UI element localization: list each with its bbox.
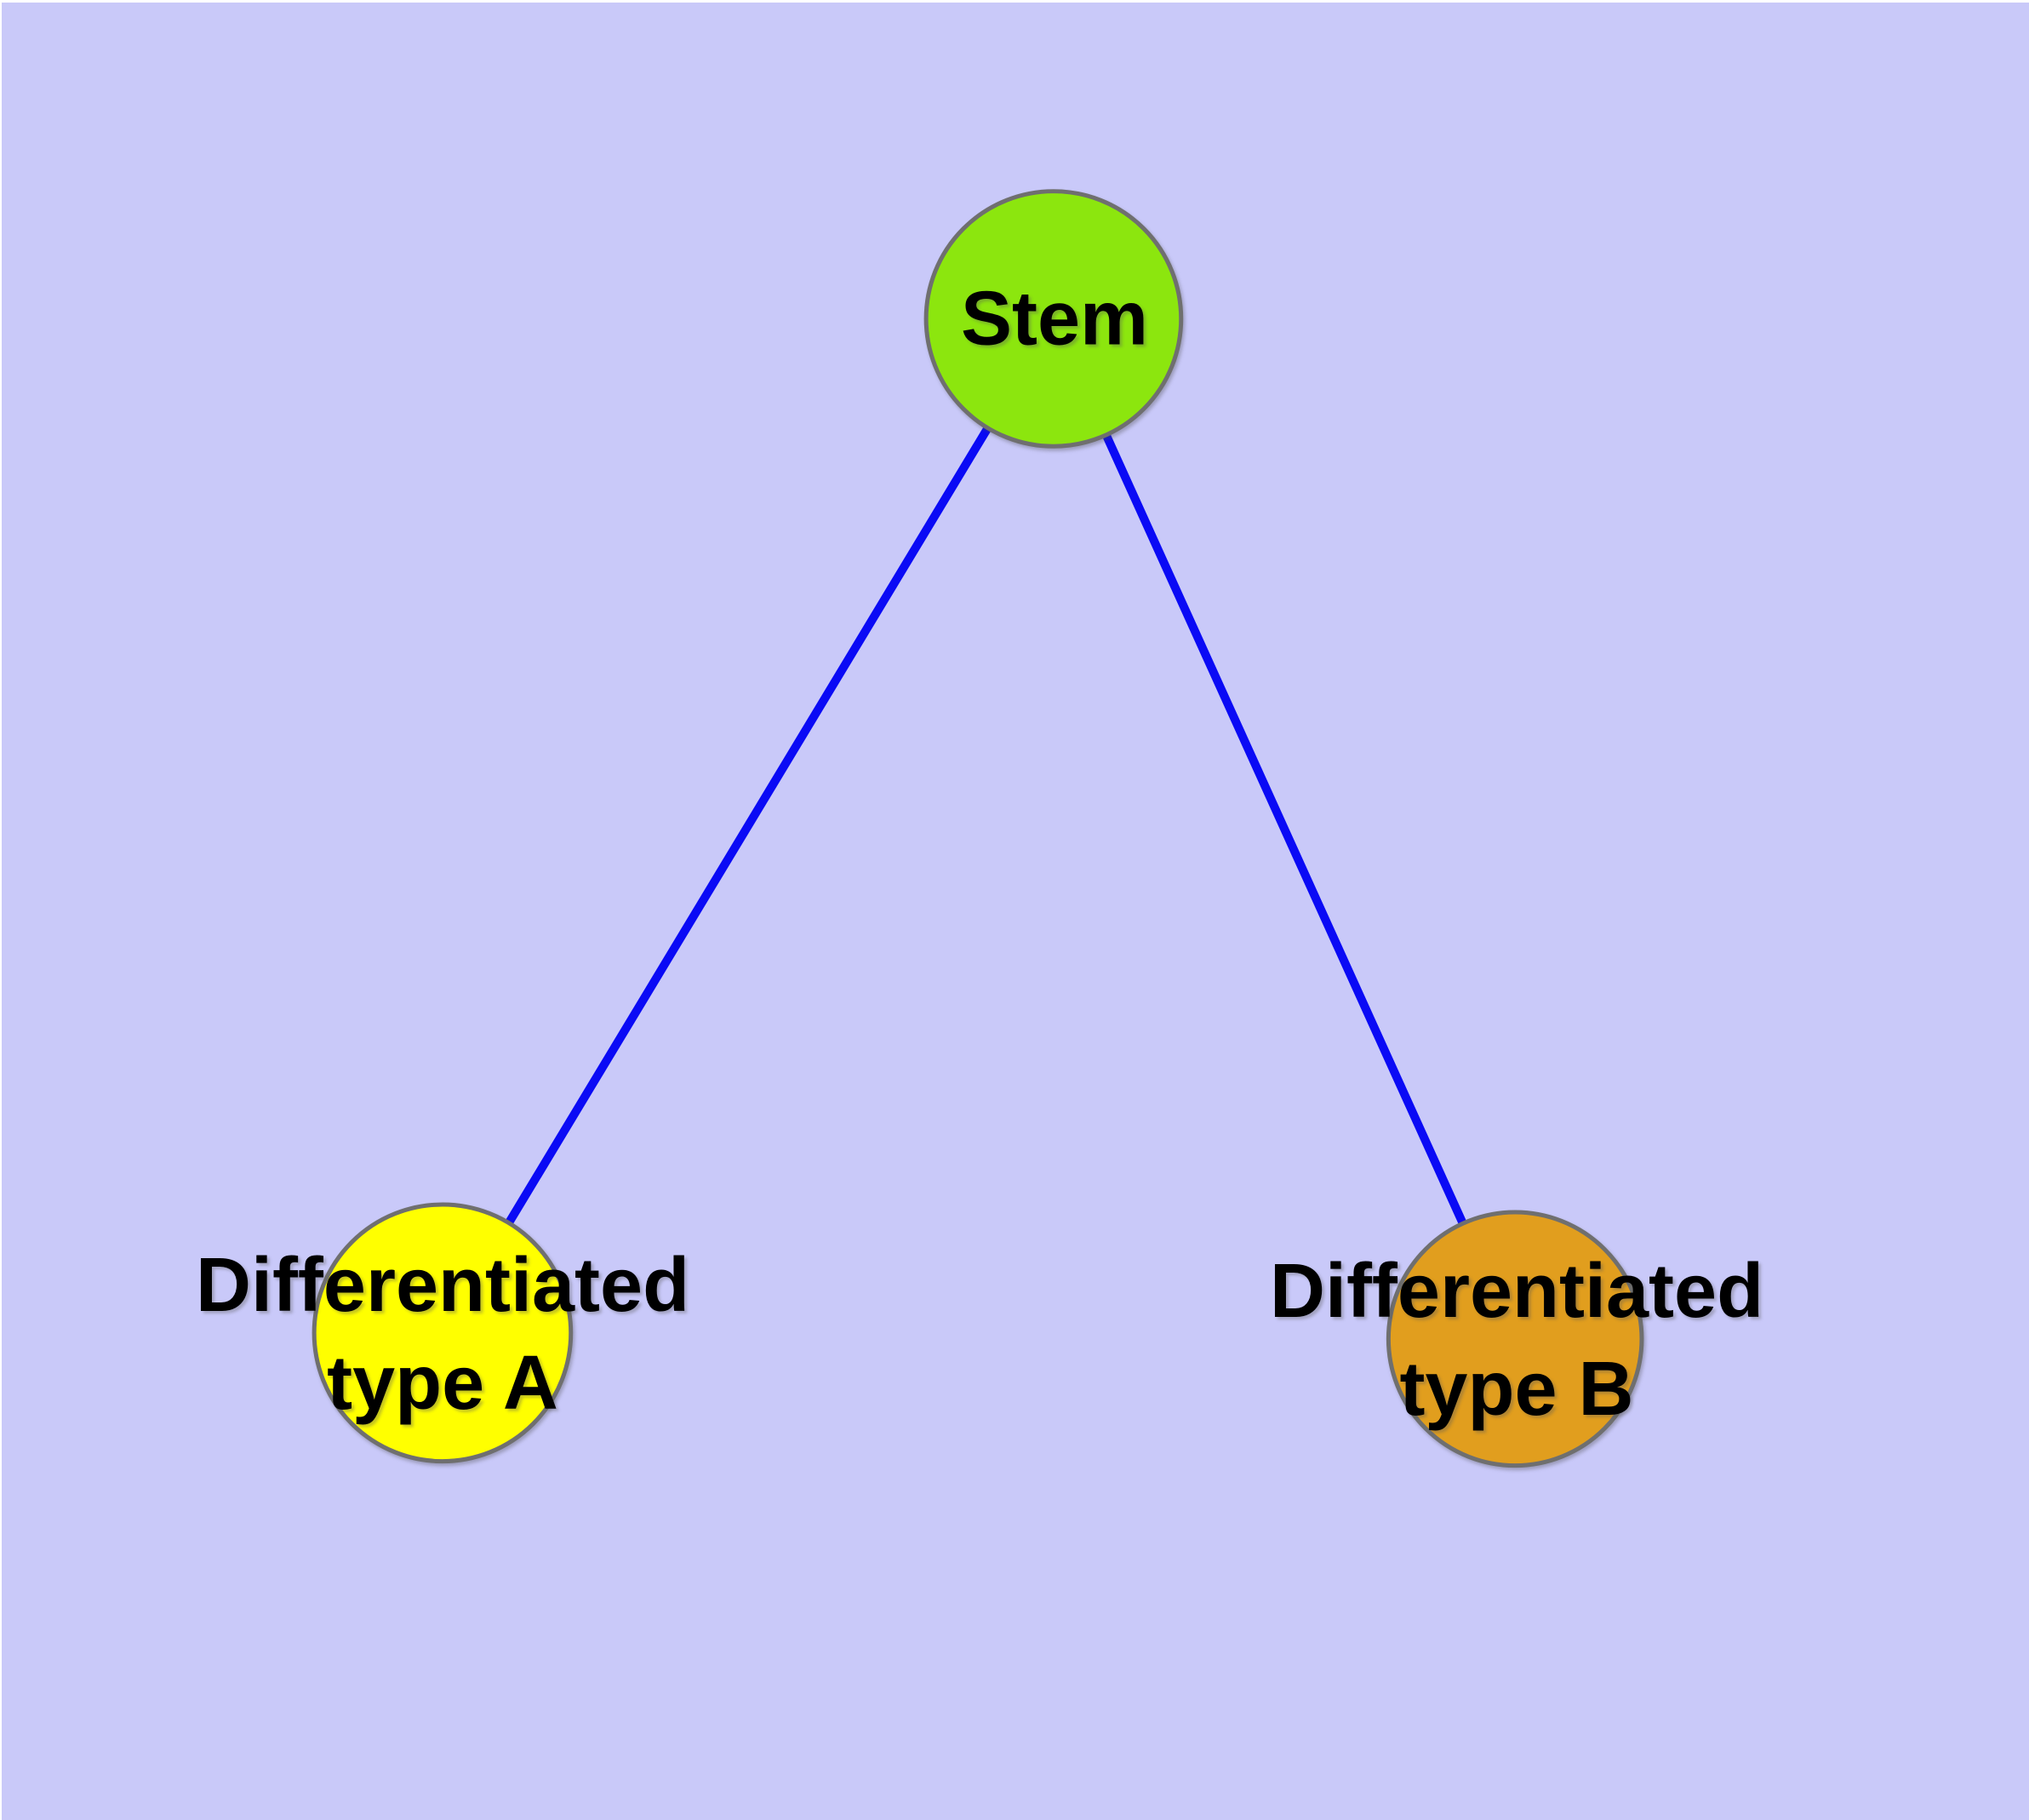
edge-stem-to-type-b [1049, 317, 1519, 1341]
node-stem-circle [923, 189, 1184, 449]
node-type-b-label: Differentiated type B [1269, 1248, 1764, 1432]
node-type-a-circle [311, 1202, 574, 1464]
node-type-a-label: Differentiated type A [195, 1242, 690, 1426]
node-type-b-circle [1386, 1210, 1644, 1468]
node-stem-label: Stem [960, 276, 1149, 362]
edge-stem-to-type-a [438, 316, 1058, 1336]
graph-svg [311, 189, 1644, 1468]
